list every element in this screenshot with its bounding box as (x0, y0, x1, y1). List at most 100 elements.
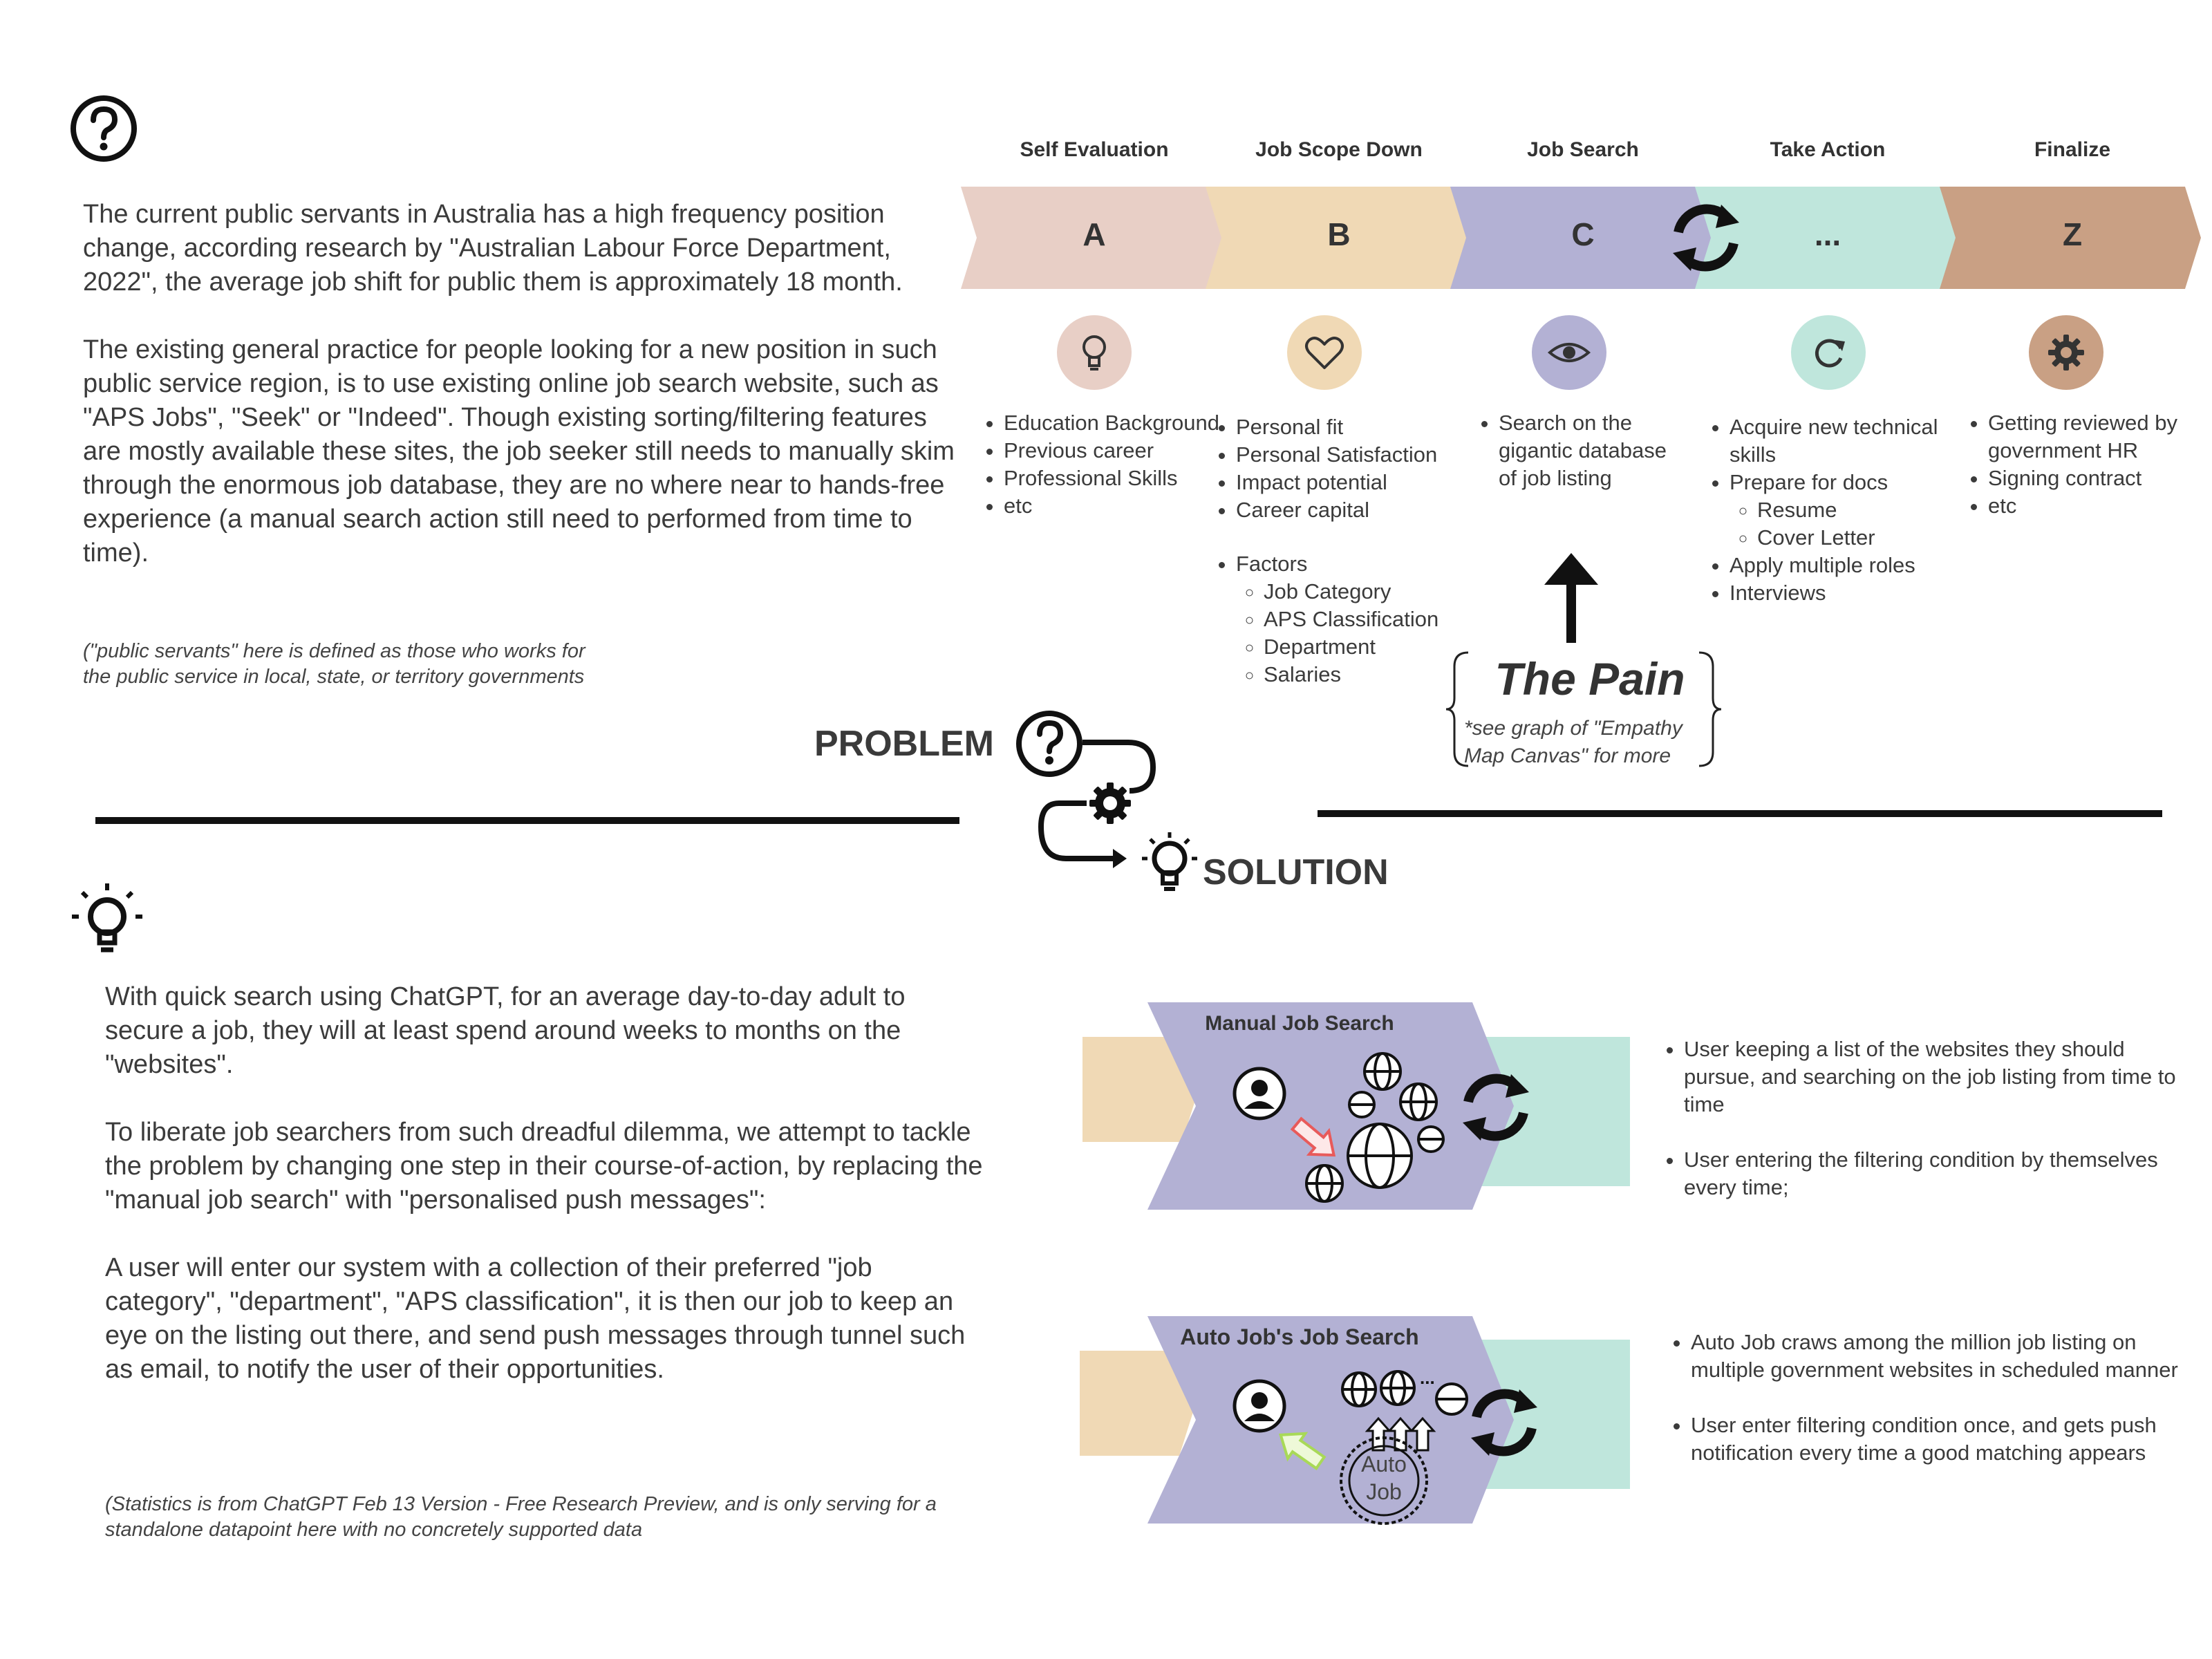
pain-brace-right (1698, 651, 1722, 767)
divider-left (95, 817, 959, 824)
user-icon (1232, 1379, 1286, 1433)
cycle-icon (1471, 1389, 1537, 1456)
stage-title-a: Self Evaluation (1020, 138, 1169, 161)
chevron-a (961, 187, 1222, 289)
pain-note: *see graph of "Empathy Map Canvas" for m… (1464, 717, 1683, 767)
globe-icon (1305, 1052, 1445, 1203)
auto-badge-line-1: Auto (1361, 1452, 1407, 1477)
list-item: Salaries (1264, 661, 1512, 688)
stage-c-list: Search on the gigantic database of job l… (1471, 409, 1685, 492)
gear-icon (2029, 315, 2103, 390)
chevron-b (1206, 187, 1467, 289)
list-item: Cover Letter (1757, 524, 1978, 552)
chevron-c (1450, 187, 1712, 289)
arrow-icon (1290, 1116, 1336, 1157)
eye-icon (1532, 315, 1606, 390)
arrow-icon (1279, 1432, 1327, 1470)
cycle-icon (1463, 1074, 1529, 1141)
auto-flow-title: Auto Job's Job Search (1180, 1324, 1419, 1349)
docs-sublist: Resume Cover Letter (1730, 496, 1978, 552)
list-item: User entering the filtering condition by… (1684, 1146, 2182, 1201)
stage-d-list: Acquire new technical skills Prepare for… (1702, 413, 1978, 607)
stage-title-d: Take Action (1770, 138, 1886, 161)
lightbulb-icon (1057, 315, 1132, 390)
list-item: Previous career (1004, 437, 1232, 465)
lightbulb-icon (1142, 832, 1197, 891)
question-icon (1016, 711, 1082, 777)
docs-label: Prepare for docs (1730, 470, 1888, 494)
list-item: Personal Satisfaction (1236, 441, 1512, 469)
gear-icon (1089, 782, 1131, 824)
stage-letter-c: C (1571, 216, 1595, 252)
pain-brace-left (1445, 651, 1469, 767)
ellipsis-icon: ... (1420, 1367, 1435, 1388)
list-item: Getting reviewed by government HR (1988, 409, 2212, 465)
lightbulb-icon (72, 883, 142, 953)
list-item: Search on the gigantic database of job l… (1499, 409, 1685, 492)
auto-flow-diagram: ... (1080, 1316, 1630, 1525)
list-item: Acquire new technical skills (1730, 413, 1978, 469)
list-item: User keeping a list of the websites they… (1684, 1035, 2182, 1118)
stage-letter-b: B (1327, 216, 1351, 252)
list-item: Apply multiple roles (1730, 552, 1978, 579)
problem-footnote: ("public servants" here is defined as th… (83, 640, 585, 688)
list-item: Career capital (1236, 496, 1512, 524)
auto-flow-points: Auto Job craws among the million job lis… (1663, 1329, 2188, 1494)
stage-a-list: Education Background Previous career Pro… (976, 409, 1232, 520)
list-item: APS Classification (1264, 606, 1512, 633)
factors-label: Factors (1236, 552, 1308, 576)
problem-solution-connector (1016, 711, 1197, 891)
stage-b-list: Personal fit Personal Satisfaction Impac… (1208, 413, 1512, 688)
solution-paragraph-1: With quick search using ChatGPT, for an … (105, 982, 906, 1079)
list-item: Impact potential (1236, 469, 1512, 496)
list-item: Auto Job craws among the million job lis… (1691, 1329, 2188, 1384)
stage-z-list: Getting reviewed by government HR Signin… (1960, 409, 2212, 520)
list-item-factors: Factors Job Category APS Classification … (1236, 550, 1512, 688)
auto-badge-line-2: Job (1366, 1479, 1402, 1504)
list-item: etc (1004, 492, 1232, 520)
list-gap (1236, 524, 1512, 550)
question-icon (69, 94, 138, 163)
stage-letter-z: Z (2062, 216, 2083, 252)
stage-title-c: Job Search (1527, 138, 1639, 161)
problem-paragraph-2: The existing general practice for people… (83, 335, 955, 568)
heart-icon (1287, 315, 1362, 390)
stage-letter-a: A (1082, 216, 1106, 252)
problem-paragraph-1: The current public servants in Australia… (83, 200, 903, 297)
stage-letter-d: ... (1814, 216, 1841, 252)
pain-title: The Pain (1494, 653, 1685, 704)
solution-paragraph-3: A user will enter our system with a coll… (105, 1253, 966, 1384)
refresh-icon (1791, 315, 1866, 390)
list-item: User enter filtering condition once, and… (1691, 1412, 2188, 1467)
divider-right (1318, 810, 2162, 817)
list-item: Professional Skills (1004, 465, 1232, 492)
chevron-z (1940, 187, 2201, 289)
list-item-docs: Prepare for docs Resume Cover Letter (1730, 469, 1978, 552)
auto-flow-chevron (1147, 1316, 1514, 1524)
manual-flow-chevron (1147, 1002, 1514, 1210)
list-item: Department (1264, 633, 1512, 661)
auto-job-badge (1340, 1436, 1428, 1525)
stage-title-b: Job Scope Down (1255, 138, 1423, 161)
list-item: Signing contract (1988, 465, 2212, 492)
list-item: Education Background (1004, 409, 1232, 437)
chevron-d (1695, 187, 1956, 289)
user-icon (1232, 1067, 1286, 1121)
solution-label: SOLUTION (1203, 852, 1389, 892)
list-item: Interviews (1730, 579, 1978, 607)
auto-flow-prev-chevron (1080, 1351, 1196, 1456)
factors-sublist: Job Category APS Classification Departme… (1236, 578, 1512, 688)
journey-chevrons (961, 187, 2201, 289)
manual-flow-diagram (1082, 1002, 1630, 1210)
cycle-icon (1673, 204, 1739, 272)
globe-icon (1341, 1370, 1468, 1416)
solution-footnote: (Statistics is from ChatGPT Feb 13 Versi… (105, 1493, 937, 1541)
stage-title-z: Finalize (2034, 138, 2111, 161)
manual-flow-prev-chevron (1082, 1037, 1199, 1142)
manual-flow-points: User keeping a list of the websites they… (1656, 1035, 2182, 1229)
problem-label: PROBLEM (814, 724, 994, 764)
list-item: Resume (1757, 496, 1978, 524)
arrows-up-icon (1365, 1416, 1436, 1452)
list-item: Personal fit (1236, 413, 1512, 441)
